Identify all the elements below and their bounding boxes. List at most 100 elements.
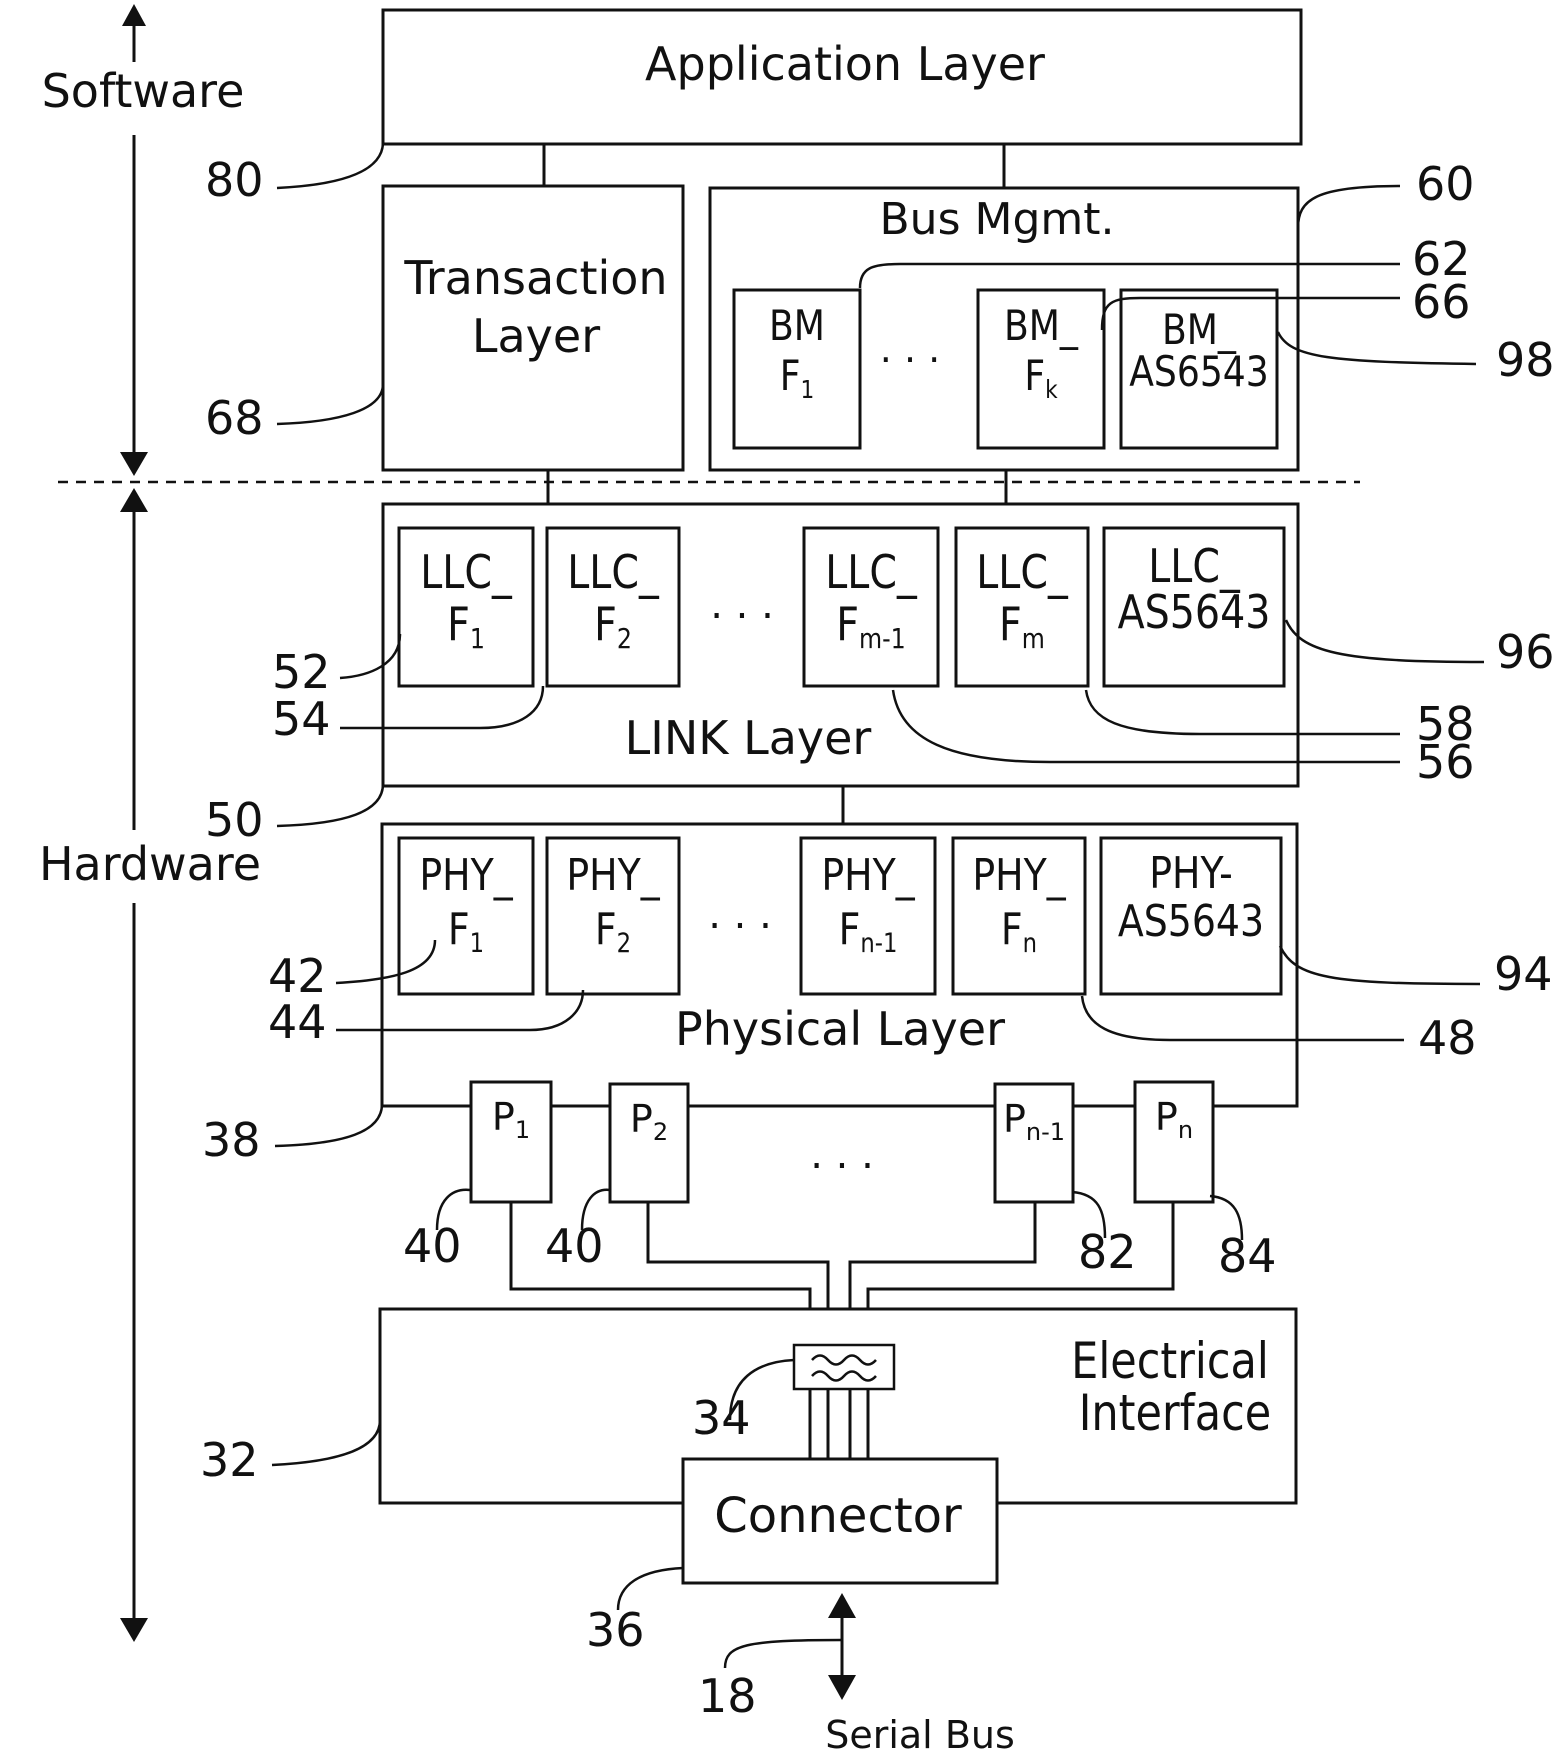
ref-54: 54 [272,692,331,746]
llc-function-5-function-label: AS5643 [1118,586,1271,640]
llc-ellipsis: . . . [710,582,774,628]
serial-bus-label: Serial Bus [825,1713,1015,1752]
phy-function-1: PHY_F1 [397,836,535,996]
llc-function-3-label: LLC_ [825,546,917,600]
ref-96: 96 [1496,625,1554,679]
phy-function-2-label: PHY_ [566,849,660,900]
llc-function-1-label: LLC_ [420,546,512,600]
link-layer-label: LINK Layer [625,711,872,765]
bm-function-3-label: BM_ [1162,306,1236,354]
connector: Connector [681,1457,999,1585]
transaction-layer: Transaction Layer [381,184,685,472]
llc-function-2-label: LLC_ [567,546,659,600]
transaction-layer-label-line2: Layer [472,309,600,363]
ref-58: 58 [1416,697,1475,751]
ref-56: 56 [1416,735,1475,789]
electrical-interface-label-line1: Electrical [1071,1332,1269,1390]
ref-38: 38 [202,1113,261,1167]
serial-bus-arrow: Serial Bus [825,1593,1015,1752]
ref-48: 48 [1418,1011,1477,1065]
application-layer: Application Layer [381,8,1303,146]
phy-function-5-label: PHY- [1149,847,1233,898]
phy-function-5-function-label: AS5643 [1118,895,1264,946]
bm-function-2: BM_Fk [976,288,1106,450]
ref-34: 34 [692,1391,751,1445]
bm-function-3: BM_AS6543 [1119,288,1279,450]
ref-18: 18 [698,1669,757,1723]
port-2: P2 [608,1082,690,1204]
ref-50: 50 [205,793,264,847]
reference-numerals: 80 68 52 54 50 42 44 38 40 40 82 84 34 3… [200,141,1554,1723]
connector-label: Connector [714,1488,962,1544]
application-layer-label: Application Layer [645,37,1045,91]
llc-function-4-function-label: Fm [999,598,1045,655]
llc-function-1: LLC_F1 [397,526,535,688]
ref-68: 68 [205,391,264,445]
phy-function-1-function-label: F1 [448,903,484,958]
port-1-label: P1 [492,1095,530,1144]
phy-function-2: PHY_F2 [545,836,681,996]
phy-function-3-label: PHY_ [821,849,915,900]
ref-94: 94 [1494,947,1553,1001]
ref-52: 52 [272,645,331,699]
llc-function-5: LLC_AS5643 [1102,526,1286,688]
llc-function-3: LLC_Fm-1 [802,526,940,688]
phy-function-1-label: PHY_ [419,849,513,900]
bm-function-2-function-label: Fk [1024,352,1058,404]
phy-function-4-label: PHY_ [972,849,1066,900]
port-ellipsis: . . . [810,1132,874,1178]
bus-mgmt-label: Bus Mgmt. [880,194,1115,245]
bm-function-2-label: BM_ [1004,302,1078,350]
port-1: P1 [469,1080,553,1204]
phy-function-4-function-label: Fn [1001,903,1037,958]
bm-function-1-label: BM [769,302,825,350]
physical-layer-label: Physical Layer [675,1002,1005,1056]
ref-80: 80 [205,153,264,207]
llc-function-4-label: LLC_ [976,546,1068,600]
phy-function-3: PHY_Fn-1 [799,836,937,996]
software-label: Software [42,64,245,118]
ref-84: 84 [1218,1229,1277,1283]
ref-62: 62 [1412,232,1471,286]
port-4-label: Pn [1155,1095,1193,1144]
llc-function-3-function-label: Fm-1 [836,598,906,655]
ref-32: 32 [200,1433,259,1487]
hardware-label: Hardware [39,837,261,891]
transaction-layer-label-line1: Transaction [403,251,667,305]
phy-function-3-function-label: Fn-1 [839,903,898,958]
llc-function-5-label: LLC_ [1148,540,1240,594]
ref-66: 66 [1412,275,1471,329]
ref-82: 82 [1078,1225,1137,1279]
ref-98: 98 [1496,333,1554,387]
bm-ellipsis: . . . [880,327,940,371]
phy-function-5: PHY-AS5643 [1099,836,1283,996]
llc-function-2-function-label: F2 [594,598,632,655]
ref-44: 44 [268,995,327,1049]
ports: P1 P2 Pn-1 Pn . . . [469,1080,1215,1204]
phy-function-2-function-label: F2 [595,903,631,958]
ref-36: 36 [586,1603,645,1657]
ref-40b: 40 [545,1219,604,1273]
bm-function-3-function-label: AS6543 [1129,348,1269,396]
port-2-label: P2 [630,1097,668,1146]
llc-function-2: LLC_F2 [545,526,681,688]
ref-42: 42 [268,949,327,1003]
electrical-interface-label-line2: Interface [1079,1384,1271,1442]
port-3: Pn-1 [993,1082,1075,1204]
llc-function-1-function-label: F1 [447,598,485,655]
domain-axis: Software Hardware [39,4,261,1642]
ref-40a: 40 [403,1219,462,1273]
port-4: Pn [1133,1080,1215,1204]
bm-function-1-function-label: F1 [780,352,815,404]
port-3-label: Pn-1 [1003,1097,1065,1146]
phy-function-4: PHY_Fn [951,836,1087,996]
ref-60: 60 [1416,157,1475,211]
transformer [792,1343,896,1391]
phy-ellipsis: . . . [708,892,772,938]
llc-function-4: LLC_Fm [954,526,1090,688]
